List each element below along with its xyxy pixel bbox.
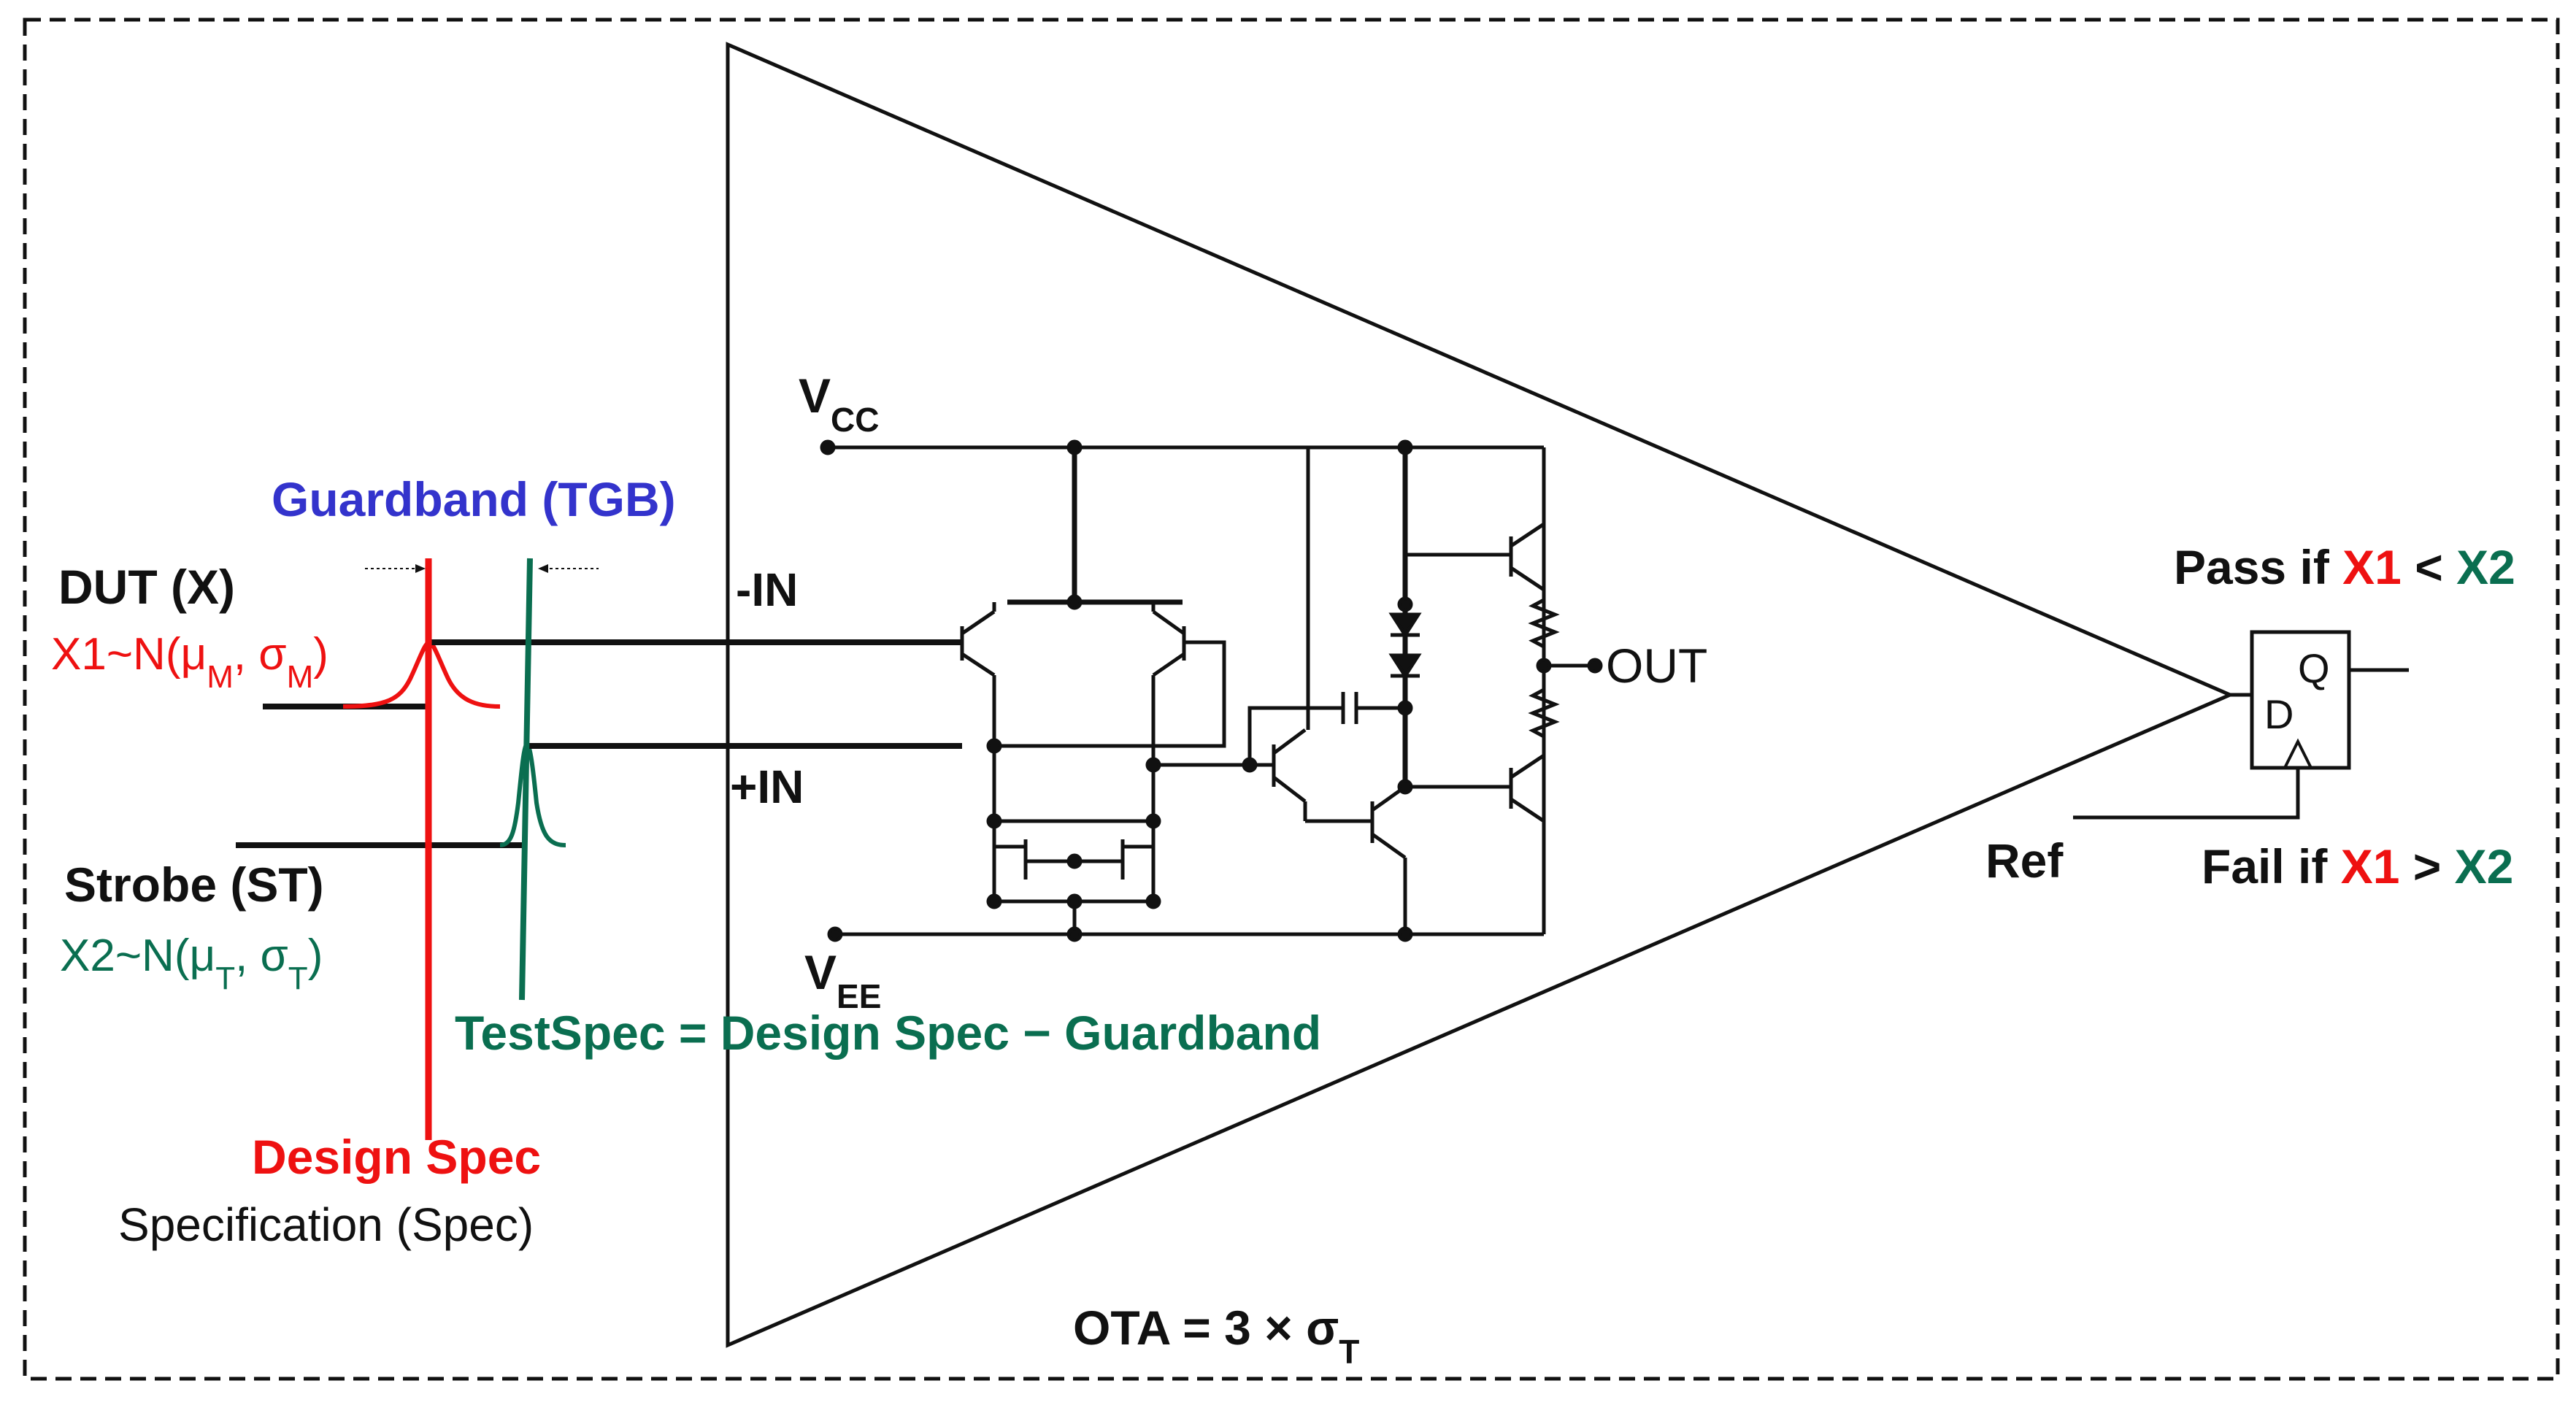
node-5 — [1145, 757, 1161, 773]
opamp-schematic — [730, 439, 1603, 942]
q1-emitter — [961, 652, 996, 677]
minus-in-label: -IN — [736, 563, 798, 616]
q4-emitter — [1371, 832, 1407, 860]
strobe-label: Strobe (ST) — [64, 858, 324, 912]
guardband-arrowhead-right — [538, 564, 548, 573]
flipflop-d-label: D — [2264, 691, 2294, 737]
testspec-line — [519, 558, 533, 1001]
guardband-label: Guardband (TGB) — [272, 472, 676, 526]
specification-label: Specification (Spec) — [118, 1198, 534, 1251]
diode-2 — [1388, 653, 1422, 680]
q6-collector — [1510, 753, 1545, 780]
clock-triangle — [2282, 738, 2314, 769]
dashed-frame — [23, 18, 2560, 1381]
ref-clock-wire — [2073, 768, 2300, 820]
node-9 — [1066, 893, 1083, 909]
vcc-label: VCC — [799, 369, 879, 439]
node-17 — [986, 893, 1002, 909]
node-diode-top — [1397, 596, 1413, 612]
node-1 — [1066, 439, 1083, 455]
ota-label: OTA = 3 × σT — [1073, 1301, 1359, 1371]
out-label: OUT — [1606, 639, 1707, 693]
x2-distribution-curve — [499, 742, 566, 847]
q1-collector — [961, 609, 996, 636]
ref-label: Ref — [1985, 834, 2064, 888]
node-15 — [1242, 757, 1258, 773]
pass-condition: Pass if X1 < X2 — [2174, 540, 2515, 594]
fail-condition: Fail if X1 > X2 — [2202, 839, 2513, 893]
q5-collector — [1510, 522, 1545, 548]
design-spec-label: Design Spec — [252, 1130, 541, 1184]
node-8 — [1066, 853, 1083, 869]
ota-triangle — [726, 42, 2235, 1348]
output-terminal — [1587, 658, 1603, 674]
comparator-section: Q D Pass if X1 < X2 Fail if X1 > X2 Ref — [1985, 540, 2515, 893]
resistor-top — [1528, 590, 1560, 666]
comp-cap-left-wire — [1247, 706, 1343, 765]
flipflop-q-label: Q — [2298, 645, 2330, 691]
vcc-terminal — [820, 439, 836, 455]
x1-distribution-curve — [342, 639, 501, 709]
node-6 — [986, 813, 1002, 829]
resistor-bottom — [1528, 666, 1560, 755]
node-12 — [1397, 779, 1413, 795]
node-2 — [1397, 439, 1413, 455]
vee-label: VEE — [804, 945, 881, 1015]
testspec-label: TestSpec = Design Spec − Guardband — [455, 1006, 1321, 1060]
q2-feedback-loop — [994, 640, 1226, 748]
q2-collector — [1152, 609, 1185, 636]
node-16 — [1145, 893, 1161, 909]
guardband-arrowhead-left — [415, 564, 426, 573]
opamp-labels: VCC VEE -IN +IN OUT OTA = 3 × σT — [730, 369, 1707, 1371]
plus-in-label: +IN — [730, 761, 804, 813]
x2-distribution-label: X2~N(μT, σT) — [60, 931, 323, 996]
q3-collector — [1272, 728, 1307, 755]
node-14 — [1536, 658, 1552, 674]
vee-terminal — [827, 926, 843, 942]
diode-1 — [1388, 612, 1422, 639]
node-4 — [986, 738, 1002, 754]
q2-emitter — [1152, 652, 1185, 677]
node-3 — [1066, 594, 1083, 610]
node-7 — [1145, 813, 1161, 829]
q5-emitter — [1510, 566, 1545, 592]
q3-emitter — [1272, 776, 1307, 803]
timing-section: Guardband (TGB) DUT (X) X1~N(μM, σM) Str… — [51, 472, 1321, 1251]
x1-distribution-label: X1~N(μM, σM) — [51, 629, 328, 695]
node-13 — [1397, 926, 1413, 942]
node-10 — [1066, 926, 1083, 942]
q6-emitter — [1510, 797, 1545, 823]
node-11 — [1397, 700, 1413, 716]
dut-label: DUT (X) — [58, 560, 235, 614]
